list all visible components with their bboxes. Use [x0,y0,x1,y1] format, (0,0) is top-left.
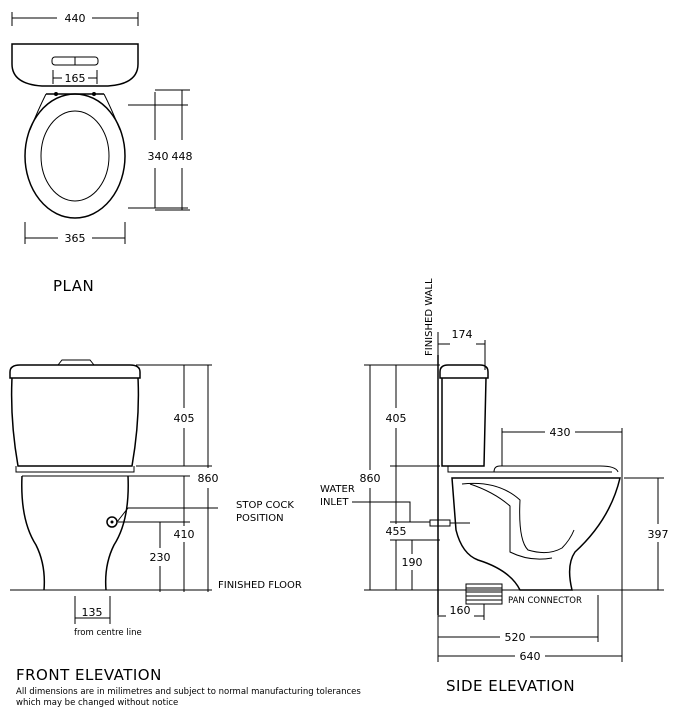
plan-dim-365: 365 [65,232,86,245]
finished-wall-label: FINISHED WALL [424,278,435,356]
plan-dim-165: 165 [65,72,86,85]
side-cistern-outline [439,364,489,379]
side-elevation: FINISHED WALL 174 PAN CONNECTOR WATER IN [320,278,669,695]
front-dim-230: 230 [150,551,171,564]
disclaimer-line1: All dimensions are in milimetres and sub… [16,687,361,697]
side-dim-160: 160 [450,604,471,617]
side-dim-190: 190 [402,556,423,569]
plan-cistern-outline [11,43,139,87]
front-dim-410: 410 [174,528,195,541]
side-dim-520: 520 [505,631,526,644]
side-elevation-title: SIDE ELEVATION [446,677,575,695]
front-elevation: 405 860 410 230 STOP COCK POSITION FINIS… [9,359,302,684]
front-flush-button [57,359,95,366]
plan-title: PLAN [53,277,94,295]
side-dim-640: 640 [520,650,541,663]
side-dim-860: 860 [360,472,381,485]
pan-connector-label: PAN CONNECTOR [508,596,582,606]
from-centre-line-label: from centre line [74,628,142,638]
front-dim-405: 405 [174,412,195,425]
front-pan-outline [21,475,129,591]
front-elevation-title: FRONT ELEVATION [16,666,162,684]
plan-seat-outer [24,93,126,219]
plan-dim-448: 448 [172,150,193,163]
side-dim-397: 397 [648,528,669,541]
side-pan-outline [451,477,621,591]
finished-floor-label: FINISHED FLOOR [218,580,302,591]
front-dim-860: 860 [198,472,219,485]
side-dim-405: 405 [386,412,407,425]
front-cistern-outline [9,364,141,379]
water-inlet-icon [429,519,451,527]
stop-cock-label-line2: POSITION [236,513,284,524]
plan-dim-340: 340 [148,150,169,163]
side-dim-430: 430 [550,426,571,439]
plan-seat-inner [40,110,110,202]
pan-connector-icon [465,583,503,605]
water-inlet-label-line2: INLET [320,497,349,508]
water-inlet-label-line1: WATER [320,484,355,495]
side-dim-455: 455 [386,525,407,538]
stop-cock-label-line1: STOP COCK [236,500,294,511]
plan-dim-440: 440 [65,12,86,25]
side-dim-174: 174 [452,328,473,341]
plan-view: 440 165 340 448 36 [11,12,193,295]
disclaimer-line2: which may be changed without notice [16,698,178,708]
front-dim-135: 135 [82,606,103,619]
